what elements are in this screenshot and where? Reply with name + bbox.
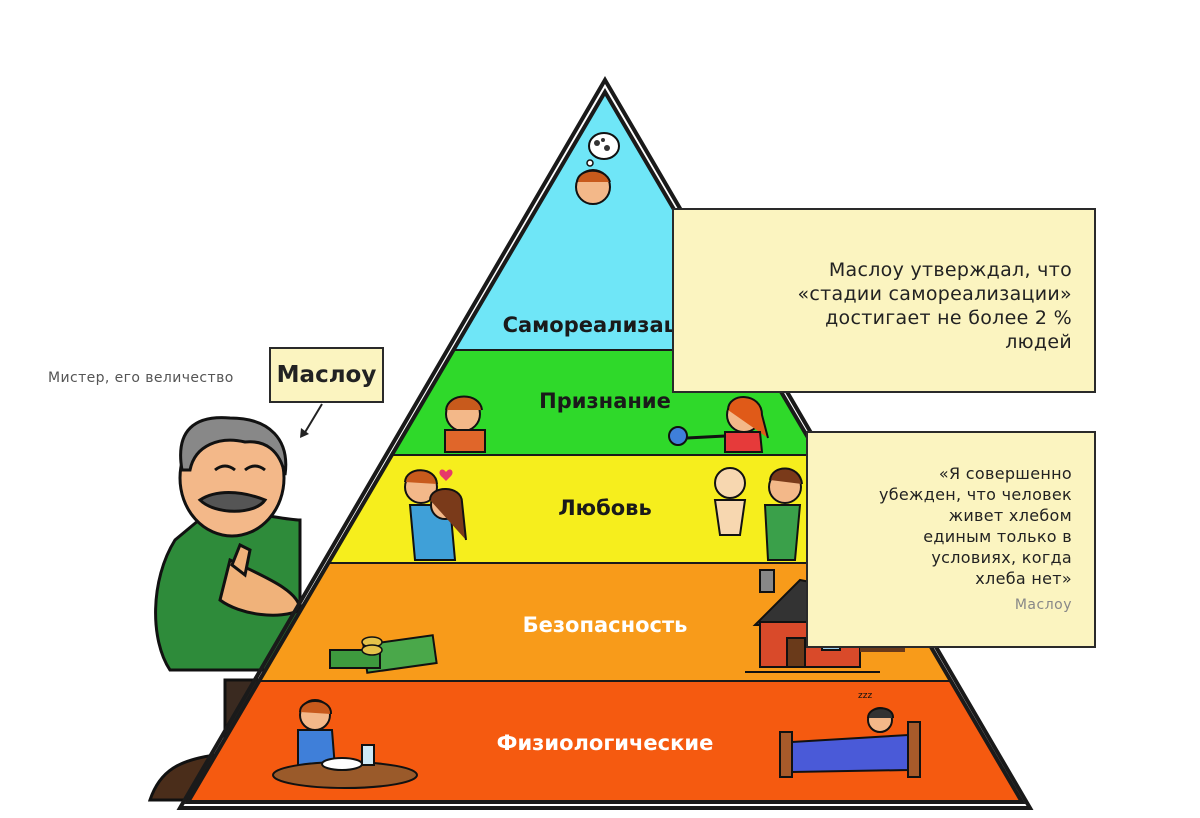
- kids-award-illustration: [444, 395, 769, 453]
- couple-and-parent-illustration: [404, 467, 803, 561]
- quote-line: живет хлебом: [948, 506, 1072, 525]
- note-text: Маслоу утверждал, что «стадии самореализ…: [742, 258, 1072, 354]
- note-line: людей: [1005, 331, 1072, 353]
- quote-line: «Я совершенно: [938, 464, 1072, 483]
- level-label-esteem: Признание: [539, 389, 671, 413]
- level-label-safety: Безопасность: [523, 613, 688, 637]
- quote-line: убежден, что человек: [878, 485, 1072, 504]
- meal-and-bed-illustration: zzz: [272, 691, 921, 789]
- quote-line: хлеба нет»: [975, 569, 1072, 588]
- maslow-quote-box: «Я совершенно убежден, что человек живет…: [806, 431, 1096, 648]
- maslow-caption: Мистер, его величество: [48, 370, 234, 386]
- note-line: «стадии самореализации»: [797, 283, 1072, 305]
- note-line: достигает не более 2 %: [825, 307, 1072, 329]
- caption-arrow: [303, 403, 323, 435]
- quote-author: Маслоу: [1014, 597, 1072, 613]
- maslow-character: [147, 416, 302, 802]
- svg-text:zzz: zzz: [858, 691, 872, 701]
- level-label-love: Любовь: [558, 496, 652, 520]
- thinking-person-illustration: [575, 132, 620, 205]
- maslow-name-badge: Маслоу: [269, 347, 384, 403]
- quote-text: «Я совершенно убежден, что человек живет…: [822, 463, 1072, 589]
- level-label-physiological: Физиологические: [497, 731, 714, 755]
- note-self-actualization: Маслоу утверждал, что «стадии самореализ…: [672, 208, 1096, 393]
- note-line: Маслоу утверждал, что: [828, 259, 1072, 281]
- quote-line: единым только в: [923, 527, 1072, 546]
- quote-line: условиях, когда: [931, 548, 1072, 567]
